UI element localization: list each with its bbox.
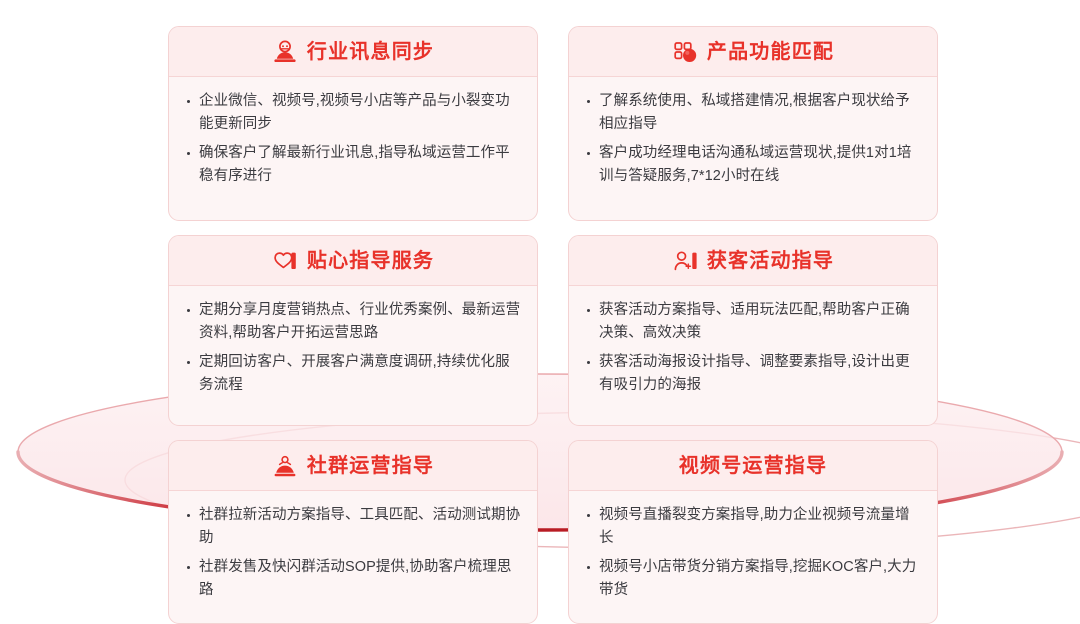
bullet-item: 获客活动海报设计指导、调整要素指导,设计出更有吸引力的海报 (584, 351, 921, 398)
card-body: 视频号直播裂变方案指导,助力企业视频号流量增长 视频号小店带货分销方案指导,挖掘… (569, 491, 937, 623)
card-title: 社群运营指导 (306, 454, 435, 477)
bullet-item: 企业微信、视频号,视频号小店等产品与小裂变功能更新同步 (184, 90, 521, 137)
card-header: 产品功能匹配 (569, 27, 937, 77)
card-title: 视频号运营指导 (678, 454, 828, 477)
card-body: 定期分享月度营销热点、行业优秀案例、最新运营资料,帮助客户开拓运营思路 定期回访… (169, 286, 537, 425)
card-header: 贴心指导服务 (169, 236, 537, 286)
card-body: 了解系统使用、私域搭建情况,根据客户现状给予相应指导 客户成功经理电话沟通私域运… (569, 77, 937, 220)
bullet-item: 定期回访客户、开展客户满意度调研,持续优化服务流程 (184, 351, 521, 398)
add-person-icon (672, 248, 698, 274)
bullet-item: 社群拉新活动方案指导、工具匹配、活动测试期协助 (184, 504, 521, 551)
card-title: 贴心指导服务 (306, 249, 435, 272)
bullet-list: 社群拉新活动方案指导、工具匹配、活动测试期协助 社群发售及快闪群活动SOP提供,… (184, 504, 521, 603)
card-body: 社群拉新活动方案指导、工具匹配、活动测试期协助 社群发售及快闪群活动SOP提供,… (169, 491, 537, 623)
bullet-item: 视频号直播裂变方案指导,助力企业视频号流量增长 (584, 504, 921, 551)
app-grid-match-icon (672, 39, 698, 65)
podium-person-icon (272, 39, 298, 65)
feature-card[interactable]: 视频号运营指导 视频号直播裂变方案指导,助力企业视频号流量增长 视频号小店带货分… (568, 440, 938, 624)
card-header: 视频号运营指导 (569, 441, 937, 491)
feature-card[interactable]: 行业讯息同步 企业微信、视频号,视频号小店等产品与小裂变功能更新同步 确保客户了… (168, 26, 538, 221)
bullet-item: 定期分享月度营销热点、行业优秀案例、最新运营资料,帮助客户开拓运营思路 (184, 299, 521, 346)
bullet-item: 确保客户了解最新行业讯息,指导私域运营工作平稳有序进行 (184, 142, 521, 189)
bullet-item: 客户成功经理电话沟通私域运营现状,提供1对1培训与答疑服务,7*12小时在线 (584, 142, 921, 189)
feature-card[interactable]: 产品功能匹配 了解系统使用、私域搭建情况,根据客户现状给予相应指导 客户成功经理… (568, 26, 938, 221)
bullet-list: 企业微信、视频号,视频号小店等产品与小裂变功能更新同步 确保客户了解最新行业讯息… (184, 90, 521, 189)
card-header: 获客活动指导 (569, 236, 937, 286)
card-title: 产品功能匹配 (706, 40, 835, 63)
bullet-item: 视频号小店带货分销方案指导,挖掘KOC客户,大力带货 (584, 556, 921, 603)
feature-card[interactable]: 获客活动指导 获客活动方案指导、适用玩法匹配,帮助客户正确决策、高效决策 获客活… (568, 235, 938, 426)
card-header: 行业讯息同步 (169, 27, 537, 77)
feature-card[interactable]: 贴心指导服务 定期分享月度营销热点、行业优秀案例、最新运营资料,帮助客户开拓运营… (168, 235, 538, 426)
bullet-item: 获客活动方案指导、适用玩法匹配,帮助客户正确决策、高效决策 (584, 299, 921, 346)
bullet-list: 了解系统使用、私域搭建情况,根据客户现状给予相应指导 客户成功经理电话沟通私域运… (584, 90, 921, 189)
heart-card-icon (272, 248, 298, 274)
card-body: 企业微信、视频号,视频号小店等产品与小裂变功能更新同步 确保客户了解最新行业讯息… (169, 77, 537, 220)
community-group-icon (272, 453, 298, 479)
card-header: 社群运营指导 (169, 441, 537, 491)
card-title: 行业讯息同步 (306, 40, 435, 63)
bullet-item: 社群发售及快闪群活动SOP提供,协助客户梳理思路 (184, 556, 521, 603)
card-body: 获客活动方案指导、适用玩法匹配,帮助客户正确决策、高效决策 获客活动海报设计指导… (569, 286, 937, 425)
bullet-item: 了解系统使用、私域搭建情况,根据客户现状给予相应指导 (584, 90, 921, 137)
card-title: 获客活动指导 (706, 249, 835, 272)
bullet-list: 定期分享月度营销热点、行业优秀案例、最新运营资料,帮助客户开拓运营思路 定期回访… (184, 299, 521, 398)
feature-card-grid: 行业讯息同步 企业微信、视频号,视频号小店等产品与小裂变功能更新同步 确保客户了… (168, 26, 938, 624)
bullet-list: 视频号直播裂变方案指导,助力企业视频号流量增长 视频号小店带货分销方案指导,挖掘… (584, 504, 921, 603)
feature-card[interactable]: 社群运营指导 社群拉新活动方案指导、工具匹配、活动测试期协助 社群发售及快闪群活… (168, 440, 538, 624)
bullet-list: 获客活动方案指导、适用玩法匹配,帮助客户正确决策、高效决策 获客活动海报设计指导… (584, 299, 921, 398)
